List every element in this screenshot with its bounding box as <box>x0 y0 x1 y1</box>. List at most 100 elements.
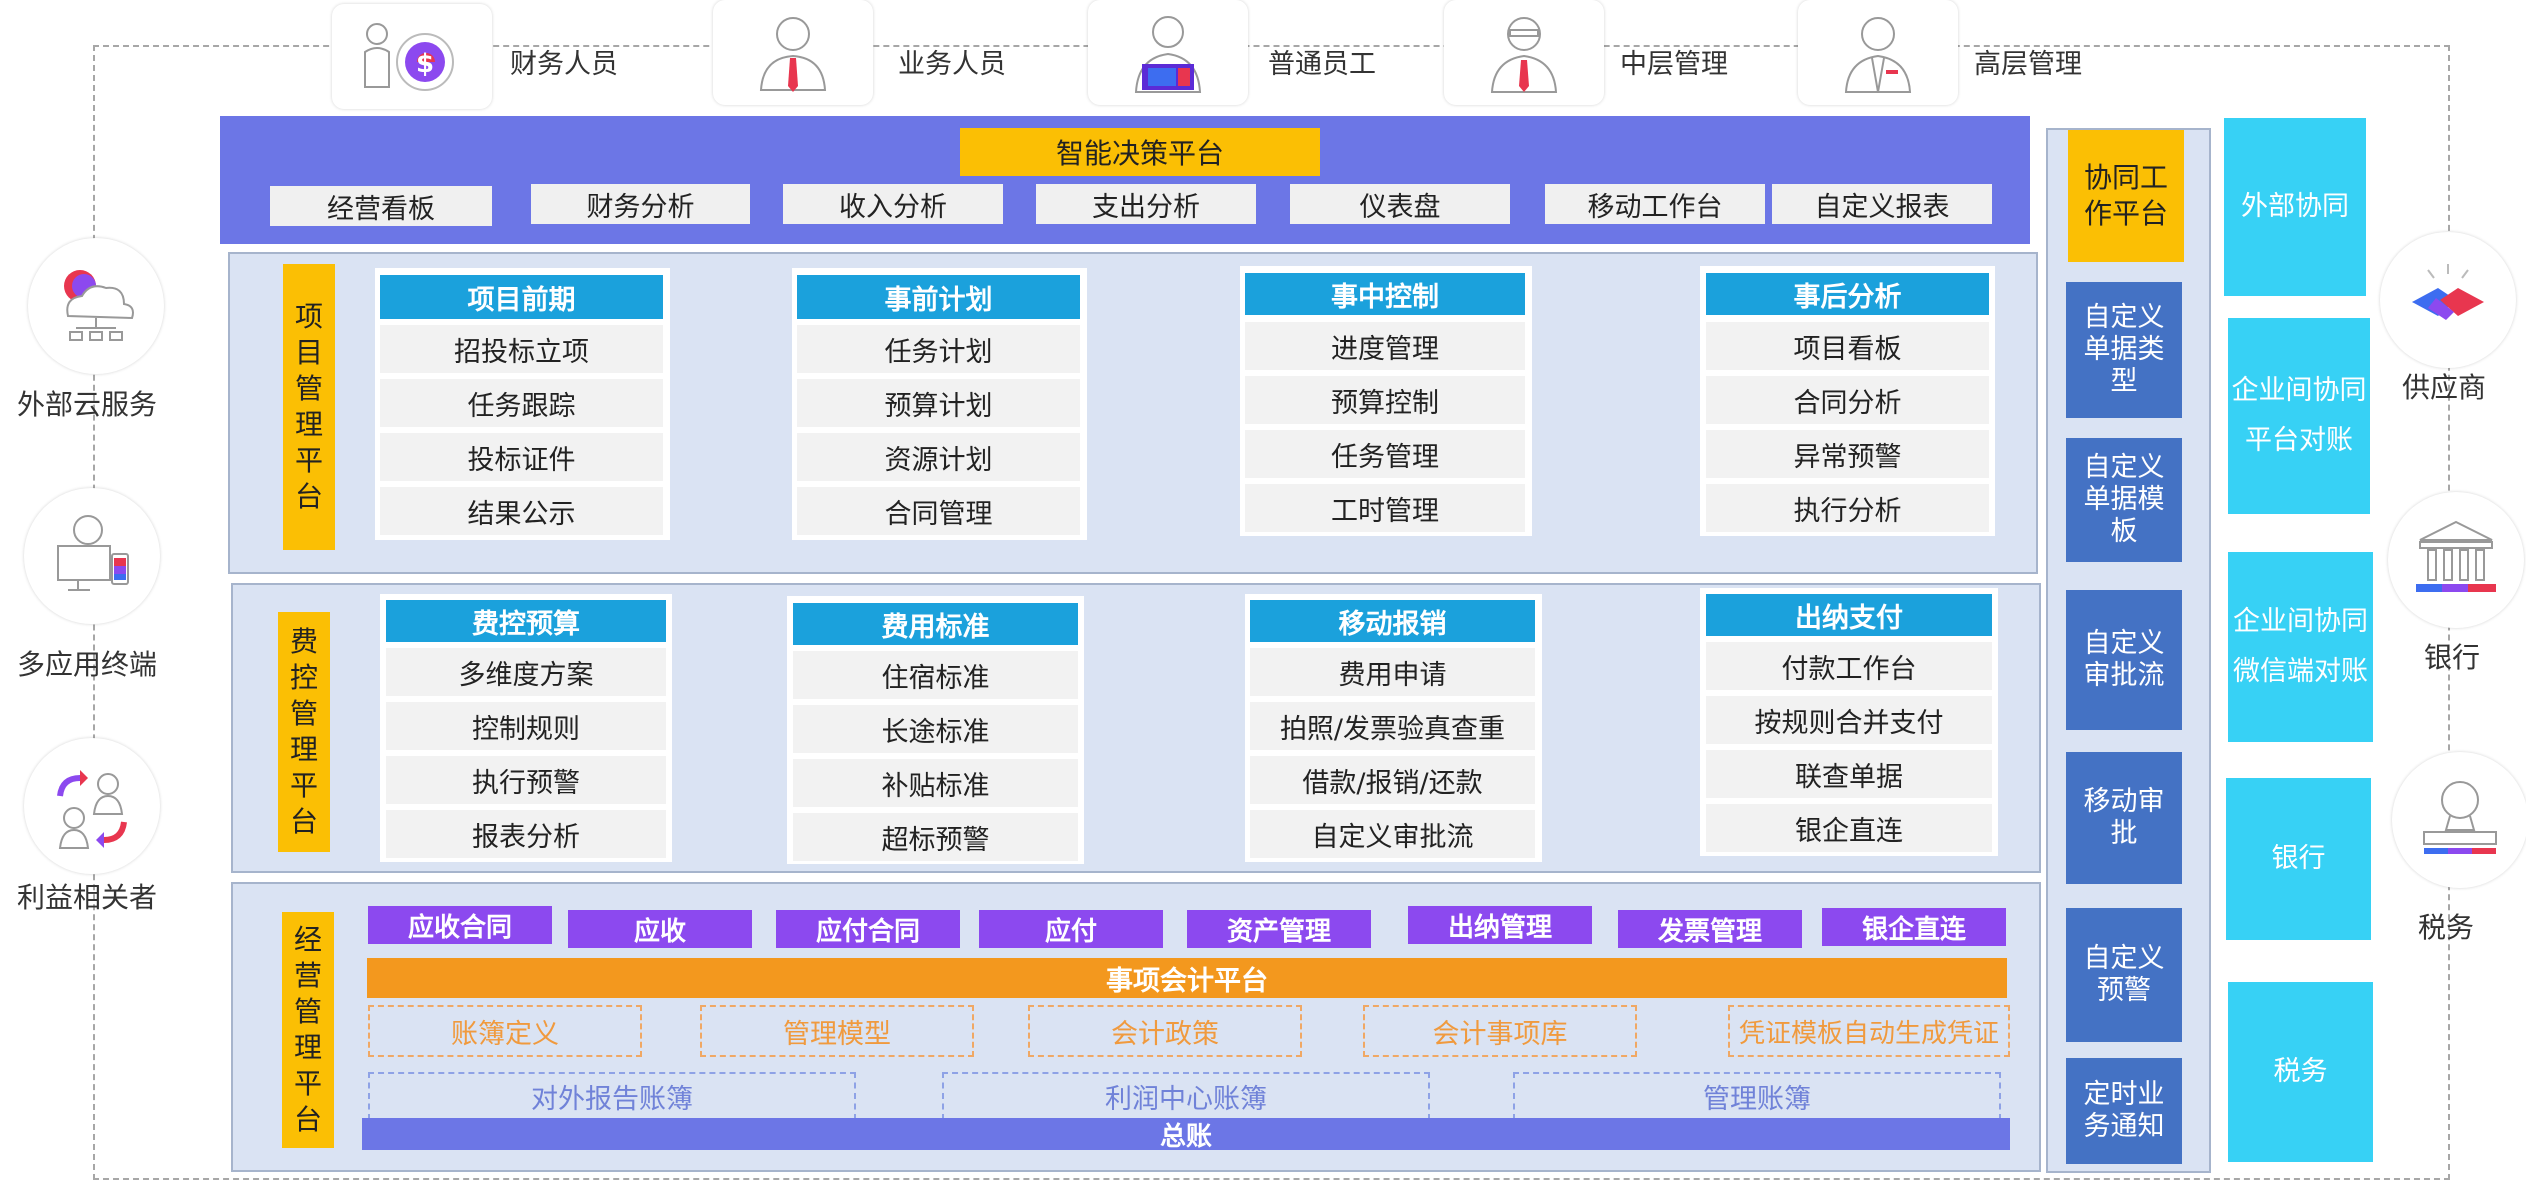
tab-income-analysis[interactable]: 收入分析 <box>783 184 1003 224</box>
expense-mobile-item[interactable]: 费用申请 <box>1250 648 1535 696</box>
role-label-senior-manager: 高层管理 <box>1974 49 2082 80</box>
bank-card[interactable] <box>2388 492 2524 628</box>
expense-standard-item[interactable]: 超标预警 <box>793 813 1078 861</box>
project-after-item[interactable]: 项目看板 <box>1706 322 1989 370</box>
right-custom-doc-template[interactable]: 自定义单据模板 <box>2066 438 2182 562</box>
project-after-item[interactable]: 合同分析 <box>1706 376 1989 424</box>
expense-budget-item[interactable]: 报表分析 <box>386 810 666 858</box>
accounting-item-event-library[interactable]: 会计事项库 <box>1363 1005 1637 1057</box>
accounting-item-book-definition[interactable]: 账簿定义 <box>368 1005 642 1057</box>
right-mobile-approval[interactable]: 移动审批 <box>2066 752 2182 884</box>
expense-mobile-item[interactable]: 自定义审批流 <box>1250 810 1535 858</box>
expense-cashier-item[interactable]: 付款工作台 <box>1706 642 1992 690</box>
cloud-service-card[interactable] <box>28 238 164 374</box>
expense-standard-item[interactable]: 住宿标准 <box>793 651 1078 699</box>
project-control-item[interactable]: 任务管理 <box>1245 430 1525 478</box>
senior-manager-icon <box>1844 16 1912 93</box>
right-custom-alert[interactable]: 自定义预警 <box>2066 908 2182 1042</box>
project-after-item[interactable]: 异常预警 <box>1706 430 1989 478</box>
project-early-item[interactable]: 投标证件 <box>380 433 663 481</box>
project-control-item[interactable]: 工时管理 <box>1245 484 1525 532</box>
supplier-card[interactable] <box>2380 232 2516 368</box>
tab-finance-analysis[interactable]: 财务分析 <box>531 184 750 224</box>
tab-expense-analysis[interactable]: 支出分析 <box>1036 184 1256 224</box>
external-collab[interactable]: 外部协同 <box>2224 118 2366 296</box>
expense-col-mobile-head: 移动报销 <box>1250 600 1535 642</box>
role-label-finance: 财务人员 <box>510 49 618 80</box>
left-label-cloud: 外部云服务 <box>17 388 158 421</box>
accounting-item-management-model[interactable]: 管理模型 <box>700 1005 974 1057</box>
multi-terminal-card[interactable] <box>24 488 160 624</box>
tax-card[interactable] <box>2392 752 2526 888</box>
stakeholders-card[interactable] <box>24 738 160 874</box>
inter-enterprise-platform-reconcile[interactable]: 企业间协同平台对账 <box>2228 318 2370 514</box>
right-custom-approval[interactable]: 自定义审批流 <box>2066 590 2182 730</box>
ledger-profit-center[interactable]: 利润中心账簿 <box>942 1072 1430 1120</box>
project-platform-label: 项目管理平台 <box>283 264 335 550</box>
bank-icon <box>2416 520 2496 592</box>
tab-dashboard[interactable]: 仪表盘 <box>1290 184 1510 224</box>
module-payable[interactable]: 应付 <box>979 910 1163 948</box>
expense-budget-item[interactable]: 执行预警 <box>386 756 666 804</box>
expense-cashier-item[interactable]: 联查单据 <box>1706 750 1992 798</box>
role-label-middle-manager: 中层管理 <box>1620 49 1728 80</box>
expense-col-cashier-head: 出纳支付 <box>1706 594 1992 636</box>
expense-standard-item[interactable]: 长途标准 <box>793 705 1078 753</box>
project-plan-item[interactable]: 合同管理 <box>797 487 1080 535</box>
project-early-item[interactable]: 结果公示 <box>380 487 663 535</box>
inter-enterprise-wechat-reconcile[interactable]: 企业间协同微信端对账 <box>2228 552 2373 742</box>
accounting-item-voucher-template[interactable]: 凭证模板自动生成凭证 <box>1728 1005 2010 1057</box>
role-card-finance[interactable]: $ <box>332 4 492 109</box>
module-cashier-management[interactable]: 出纳管理 <box>1408 906 1592 944</box>
tab-custom-report[interactable]: 自定义报表 <box>1772 184 1992 224</box>
project-early-item[interactable]: 招投标立项 <box>380 325 663 373</box>
tab-operation-board[interactable]: 经营看板 <box>270 186 492 226</box>
employee-icon <box>1134 15 1202 93</box>
module-invoice-management[interactable]: 发票管理 <box>1618 910 1802 948</box>
role-card-middle-manager[interactable] <box>1444 0 1604 105</box>
expense-budget-item[interactable]: 控制规则 <box>386 702 666 750</box>
module-receivable-contract[interactable]: 应收合同 <box>368 906 552 944</box>
handshake-icon <box>2412 264 2484 320</box>
expense-standard-item[interactable]: 补贴标准 <box>793 759 1078 807</box>
tab-mobile-workbench[interactable]: 移动工作台 <box>1545 184 1765 224</box>
expense-cashier-item[interactable]: 银企直连 <box>1706 804 1992 852</box>
expense-cashier-item[interactable]: 按规则合并支付 <box>1706 696 1992 744</box>
project-after-item[interactable]: 执行分析 <box>1706 484 1989 532</box>
project-plan-item[interactable]: 预算计划 <box>797 379 1080 427</box>
role-card-senior-manager[interactable] <box>1798 0 1958 105</box>
project-control-item[interactable]: 进度管理 <box>1245 322 1525 370</box>
role-card-employee[interactable] <box>1088 0 1248 105</box>
role-card-business[interactable] <box>713 0 873 105</box>
left-label-stakeholders: 利益相关者 <box>17 881 158 914</box>
right-label-tax: 税务 <box>2418 911 2475 944</box>
right-scheduled-notify[interactable]: 定时业务通知 <box>2066 1058 2182 1164</box>
left-label-terminal: 多应用终端 <box>17 648 158 681</box>
expense-budget-item[interactable]: 多维度方案 <box>386 648 666 696</box>
module-receivable[interactable]: 应收 <box>568 910 752 948</box>
module-payable-contract[interactable]: 应付合同 <box>776 910 960 948</box>
project-plan-item[interactable]: 资源计划 <box>797 433 1080 481</box>
tax-stamp-icon <box>2423 781 2497 854</box>
collab-tax[interactable]: 税务 <box>2228 982 2373 1162</box>
operation-platform-label: 经营管理平台 <box>282 912 334 1148</box>
ledger-external-report[interactable]: 对外报告账簿 <box>368 1072 856 1120</box>
expense-mobile-item[interactable]: 借款/报销/还款 <box>1250 756 1535 804</box>
ledger-management[interactable]: 管理账簿 <box>1513 1072 2001 1120</box>
accounting-platform-bar: 事项会计平台 <box>367 958 2007 998</box>
expense-mobile-item[interactable]: 拍照/发票验真查重 <box>1250 702 1535 750</box>
finance-person-icon: $ <box>364 22 454 91</box>
project-control-item[interactable]: 预算控制 <box>1245 376 1525 424</box>
module-bank-direct[interactable]: 银企直连 <box>1822 908 2006 946</box>
collab-platform[interactable]: 协同工作平台 <box>2068 130 2184 262</box>
module-asset-management[interactable]: 资产管理 <box>1187 910 1371 948</box>
project-early-item[interactable]: 任务跟踪 <box>380 379 663 427</box>
right-label-supplier: 供应商 <box>2402 371 2487 404</box>
right-custom-doc-type[interactable]: 自定义单据类型 <box>2066 282 2182 418</box>
collab-bank[interactable]: 银行 <box>2226 778 2371 940</box>
accounting-item-policy[interactable]: 会计政策 <box>1028 1005 1302 1057</box>
expense-col-standard-head: 费用标准 <box>793 603 1078 645</box>
expense-col-budget-head: 费控预算 <box>386 600 666 642</box>
project-col-after-head: 事后分析 <box>1706 273 1989 315</box>
project-plan-item[interactable]: 任务计划 <box>797 325 1080 373</box>
